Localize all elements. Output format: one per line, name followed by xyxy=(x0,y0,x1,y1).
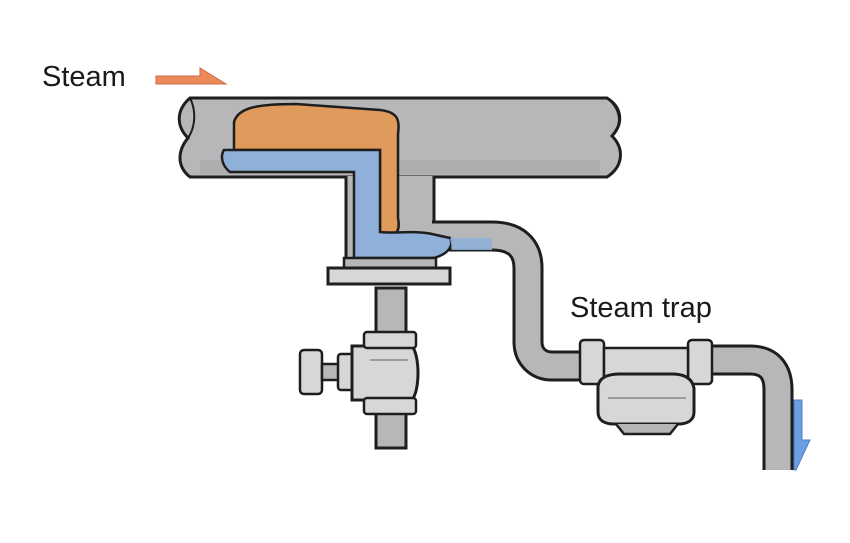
condensate-region xyxy=(220,148,453,260)
gate-valve-icon xyxy=(298,330,420,416)
steam-flow-arrow-icon xyxy=(155,67,228,85)
condensate-in-pipe xyxy=(450,238,492,250)
trap-inlet-pipe xyxy=(432,220,588,382)
steam-trap-label: Steam trap xyxy=(570,292,712,324)
bottom-flange xyxy=(326,256,452,286)
steam-trap-icon xyxy=(578,338,714,436)
trap-outlet-pipe xyxy=(704,344,794,470)
steam-label: Steam xyxy=(42,61,126,93)
condensate-flow-arrow-icon xyxy=(793,399,811,471)
